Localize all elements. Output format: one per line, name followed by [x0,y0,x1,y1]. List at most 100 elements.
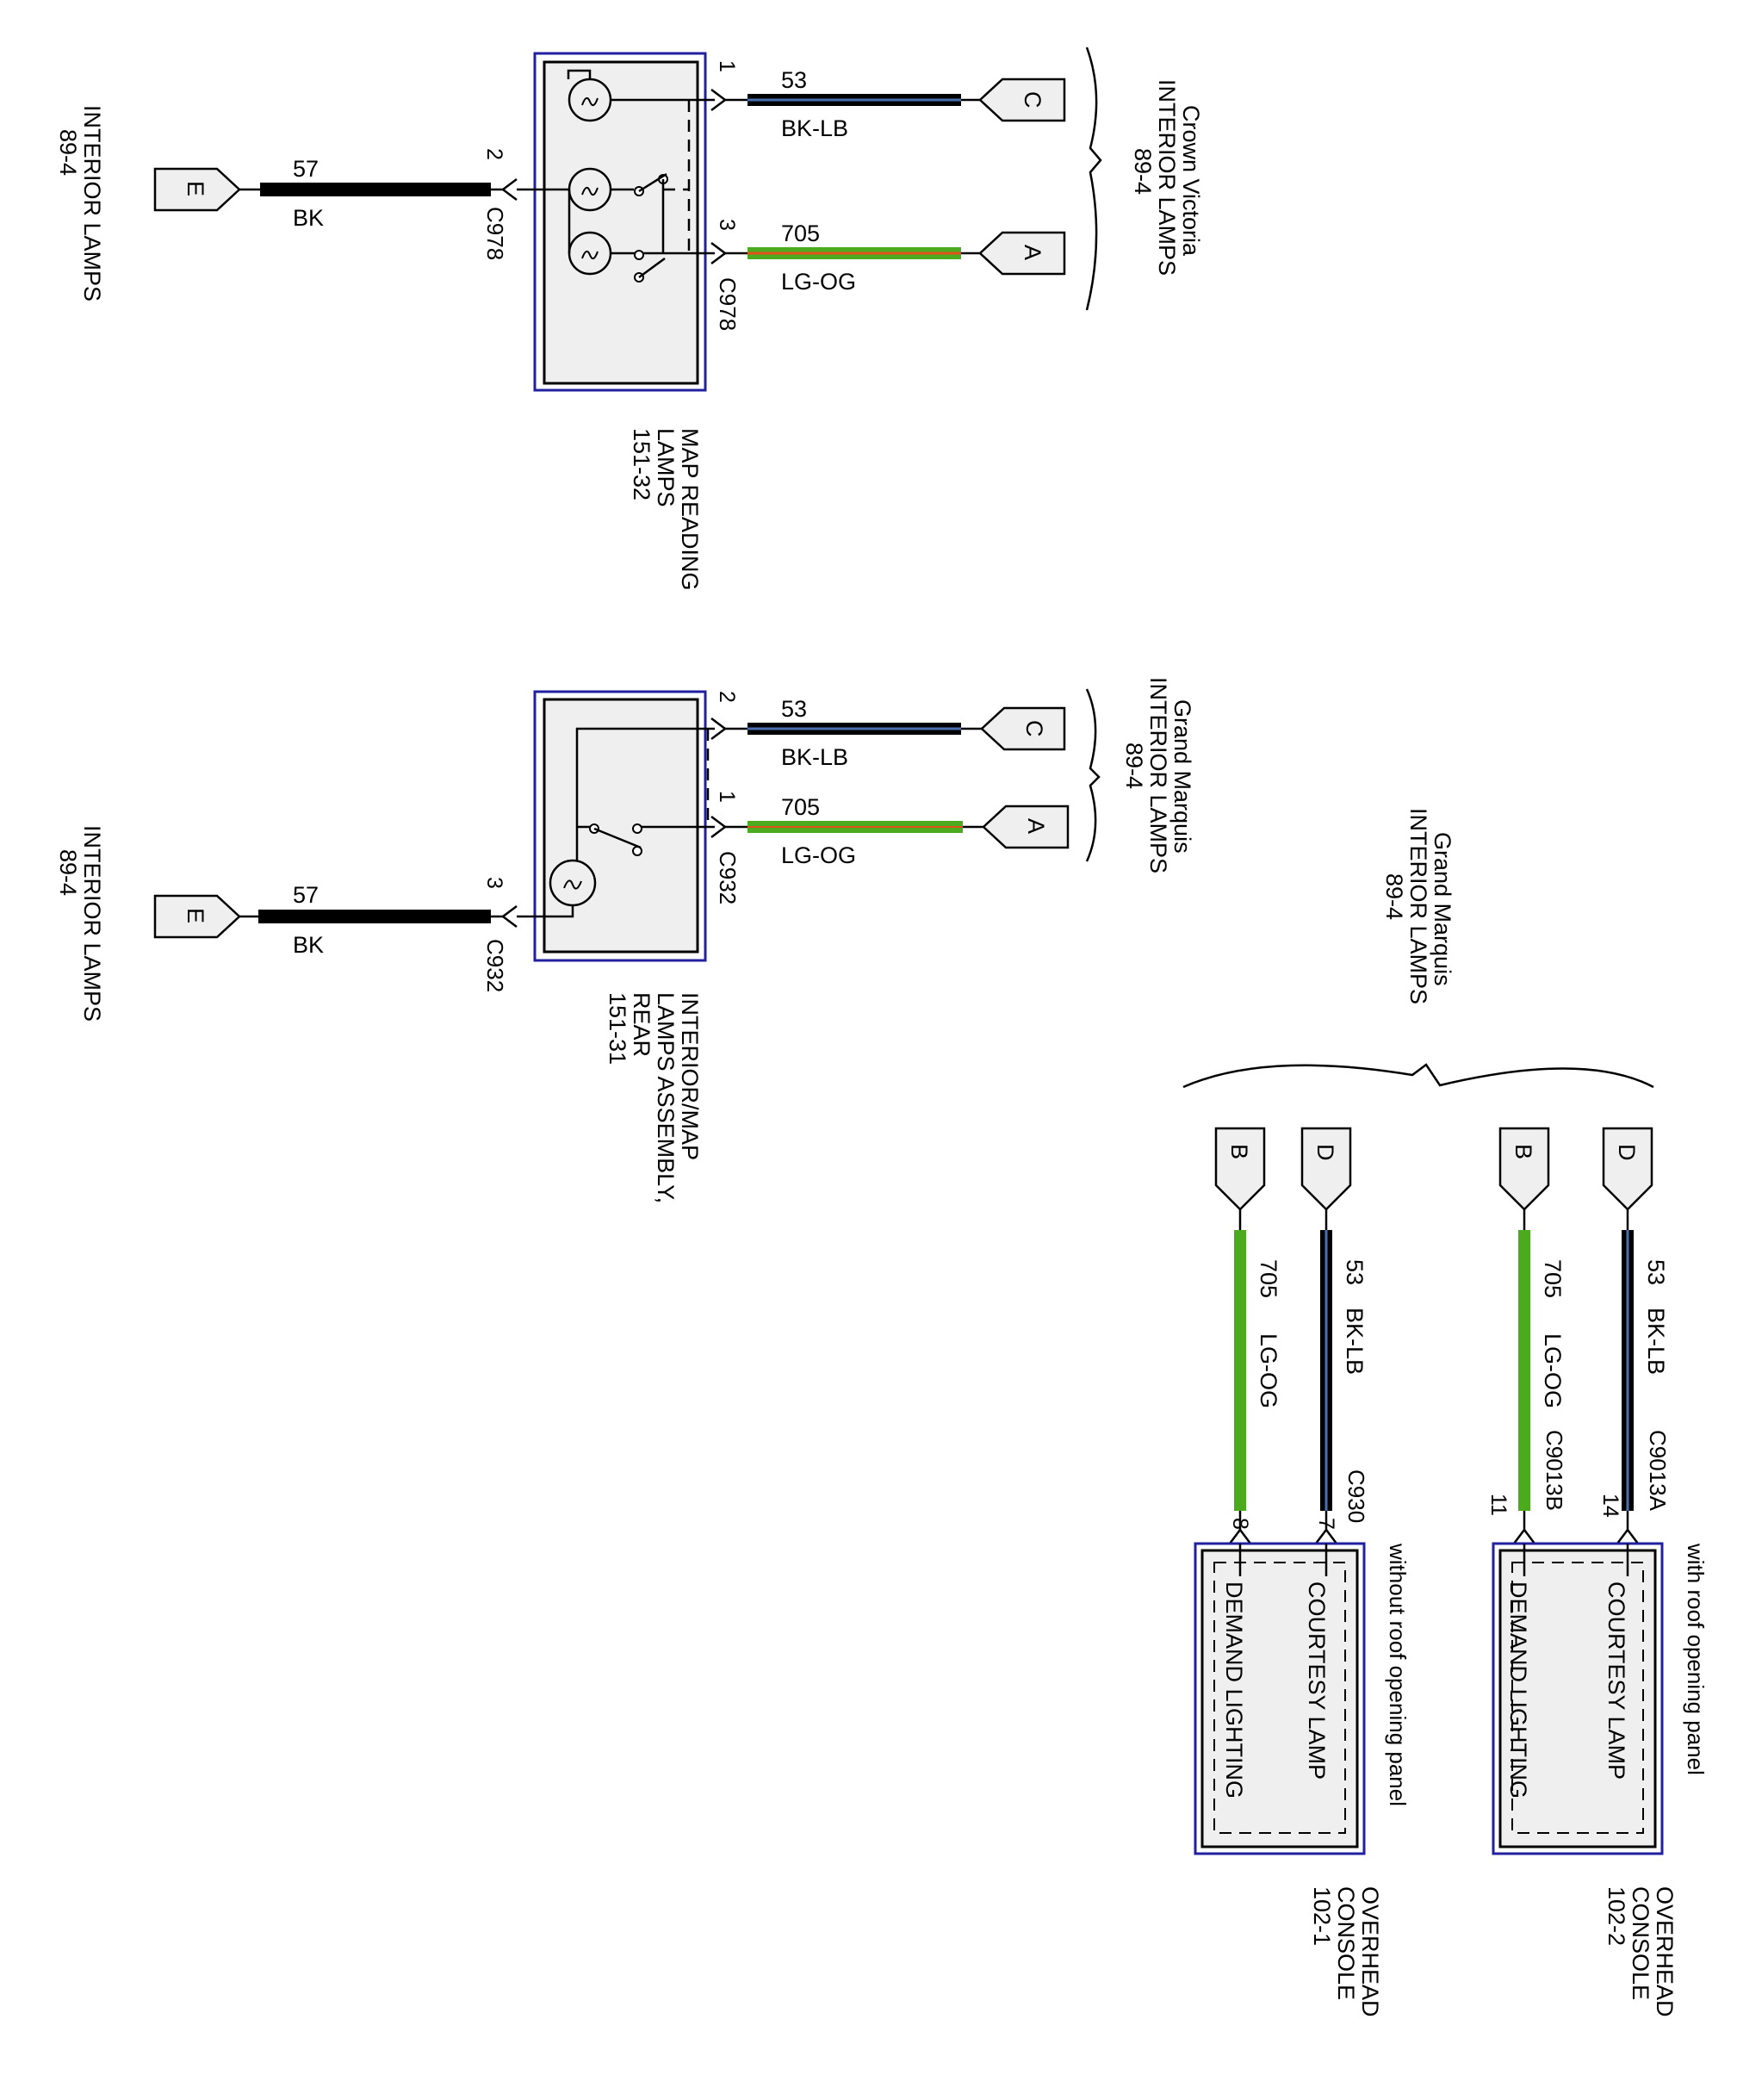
grand-marquis-overhead-ref-line-3: 89-4 [1381,873,1407,920]
svg-text:A: A [1023,818,1049,834]
rear-wire-705-circuit: 705 [781,794,820,820]
console1-wire-705-color: LG-OG [1256,1333,1281,1408]
console1-wire-705-circuit: 705 [1256,1259,1281,1298]
rear-assembly-body [543,698,699,954]
map-reading-lamps-frame [533,52,707,392]
map-lamp-switch-2 [634,250,666,283]
map-reading-wire-53: 53 BK-LB [725,67,980,141]
map-lamp-pin-3: 3 [715,219,739,231]
rear-wire-705-color: LG-OG [781,842,856,868]
console1-frame [1194,1542,1366,1855]
console1-pin8-connector [1229,1527,1251,1544]
grand-marquis-overhead-ref-line-2: INTERIOR LAMPS [1405,808,1431,1004]
console2-pin14-connector [1616,1527,1639,1544]
map-lamp-switch-1 [634,172,668,253]
map-left-ref-line-1: INTERIOR LAMPS [79,105,105,301]
console1-wire-53-circuit: 53 [1342,1259,1368,1285]
rear-lamp-wire-57-internal [517,905,574,918]
console2-wire-705-circuit: 705 [1540,1259,1566,1298]
console2-body [1498,1549,1657,1848]
console2-inner-dashed [1511,1562,1644,1834]
map-reading-title-line-3: 151-32 [629,428,654,500]
console1-pin-7: 7 [1314,1518,1338,1530]
console1-flag-d: D [1300,1127,1352,1211]
map-wire-705-circuit: 705 [781,221,820,246]
console1-body [1200,1549,1359,1848]
svg-text:E: E [183,181,208,196]
map-left-ref-line-2: 89-4 [55,129,81,176]
rear-wire-53-circuit: 53 [781,696,807,722]
rear-wire-57-circuit: 57 [293,882,319,908]
console2-wire-53-circuit: 53 [1643,1259,1669,1285]
map-lamp-pin2-connector [500,178,518,201]
rear-left-ref-line-2: 89-4 [55,849,81,896]
map-reading-title-line-1: MAP READING [677,428,703,591]
rear-pin3-connector [500,905,518,928]
map-lamp-connector-c978-right: C978 [715,277,741,331]
rear-lamp-switch [589,823,642,856]
console1-title-line-3: 102-1 [1309,1886,1335,1946]
rear-flag-e: E [153,894,241,939]
console2-pin-11: 11 [1486,1494,1511,1516]
grand-marquis-rear-ref-line-3: 89-4 [1121,742,1147,789]
rear-pin-1: 1 [715,791,739,803]
rear-wire-705: 705 LG-OG [725,794,983,868]
rear-wire-53: 53 BK-LB [725,696,982,770]
overhead-console-2: COURTESY LAMP DEMAND LIGHTING with roof … [1492,1542,1709,2017]
map-reading-wire-705: 705 LG-OG [725,221,980,295]
map-lamp-pin-2: 2 [482,148,506,160]
rear-connector-c932-right: C932 [715,851,741,904]
console1-demand-lighting: DEMAND LIGHTING [1221,1581,1247,1799]
rear-assembly-component: 2 1 C932 3 C932 INTERIOR/MAP LAMPS ASSEM… [482,690,741,1203]
svg-text:C: C [1020,91,1045,109]
console2-wire-53: 53 BK-LB [1622,1209,1669,1530]
svg-text:C: C [1021,720,1047,737]
map-flag-e: E [153,167,241,212]
console2-wire-705-color: LG-OG [1540,1333,1566,1408]
svg-text:A: A [1020,245,1045,260]
console1-wire-53-color: BK-LB [1342,1308,1368,1375]
console2-condition: with roof opening panel [1683,1543,1709,1775]
map-reading-lamps-component: 1 3 C978 2 C978 MAP READING LAMPS 151-32 [482,52,741,591]
console2-title-line-3: 102-2 [1604,1886,1629,1946]
console1-condition: without roof opening panel [1385,1543,1411,1806]
console2-demand-lighting: DEMAND LIGHTING [1505,1581,1531,1799]
map-reading-wire-57: 57 BK [239,156,505,231]
overhead-console-1: COURTESY LAMP DEMAND LIGHTING without ro… [1194,1542,1411,2017]
console2-connector-c9013b: C9013B [1542,1430,1567,1511]
map-wire-57-circuit: 57 [293,156,319,182]
console2-courtesy-lamp: COURTESY LAMP [1604,1581,1629,1780]
svg-text:E: E [183,908,208,923]
crown-victoria-brace [1085,47,1102,311]
grand-marquis-overhead-brace [1182,1063,1654,1089]
console2-flag-d: D [1602,1127,1653,1211]
console2-connector-c9013a: C9013A [1645,1430,1671,1512]
rear-left-ref-line-1: INTERIOR LAMPS [79,825,105,1022]
rear-title-line-3: REAR [629,992,654,1057]
rear-lamp-wire-53-internal [575,727,715,827]
rear-wire-57: 57 BK [239,882,505,958]
map-wire-57-color: BK [293,205,324,231]
console1-inner-dashed [1213,1562,1346,1834]
crown-victoria-ref-line-1: Crown Victoria [1178,105,1204,257]
console1-pin-8: 8 [1228,1518,1252,1530]
grand-marquis-rear-ref-line-1: Grand Marquis [1169,699,1195,854]
rear-pin-3: 3 [482,877,506,889]
map-lamp-pin-1: 1 [715,60,739,72]
console1-title-line-2: CONSOLE [1333,1886,1359,2000]
map-wire-53-color: BK-LB [781,115,848,141]
console1-flag-b: B [1214,1127,1266,1211]
crown-victoria-ref-line-2: INTERIOR LAMPS [1154,79,1180,276]
crown-victoria-ref-line-3: 89-4 [1130,148,1156,195]
svg-text:B: B [1511,1144,1536,1159]
console2-frame [1492,1542,1664,1855]
console1-wire-705: 705 LG-OG [1234,1209,1281,1530]
console2-flag-b: B [1498,1127,1550,1211]
console2-wire-53-color: BK-LB [1643,1308,1669,1375]
rear-wire-53-color: BK-LB [781,744,848,770]
rear-wire-57-color: BK [293,932,324,958]
console1-pin7-connector [1315,1527,1337,1544]
map-flag-a: A [978,231,1066,276]
